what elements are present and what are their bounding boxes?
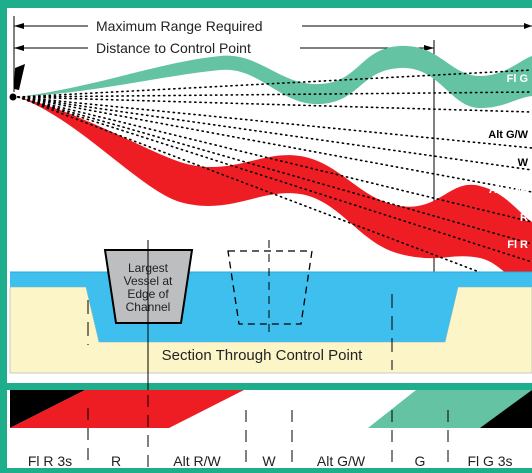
sector-rays [17,69,532,293]
bottom-label-w: W [262,453,276,468]
strip-dividers [87,395,449,468]
sector-label-alt-g-w: Alt G/W [488,129,528,141]
sector-label-fl-r: Fl R [507,239,528,251]
bottom-label-g: G [415,453,426,468]
vessel-label-line-1: Largest [128,261,169,275]
sector-label-fl-g: Fl G [507,73,528,85]
sector-label-w: W [518,157,529,169]
sector-label-r: R [520,212,528,224]
max-range-dimension: Maximum Range Required [13,16,532,92]
section-ticks [87,294,393,370]
bottom-label-r: R [111,453,121,468]
dashed-vessel-outline [227,240,313,335]
green-sector-band [18,45,532,108]
section-label: Section Through Control Point [162,347,364,364]
max-range-label: Maximum Range Required [96,18,263,34]
bottom-label-fl-r-3s: Fl R 3s [28,453,72,468]
vessel-label-line-3: Edge of [127,287,169,301]
sector-labels: Fl G G Alt G/W W Alt R/W R Fl R [488,73,528,251]
distance-label: Distance to Control Point [96,40,251,56]
bottom-labels: Fl R 3s R Alt R/W W Alt G/W G Fl G 3s [28,453,513,469]
sector-label-g: G [519,99,528,111]
bottom-label-alt-r-w: Alt R/W [173,453,221,468]
sector-label-alt-r-w: Alt R/W [489,184,529,196]
vessel-label-line-2: Vessel at [124,274,173,288]
bottom-label-fl-g-3s: Fl G 3s [467,453,512,468]
sector-strip [10,390,532,428]
light-source-icon [9,64,25,101]
vessel-icon: Largest Vessel at Edge of Channel [103,240,194,392]
bottom-label-alt-g-w: Alt G/W [317,453,366,468]
vessel-label-line-4: Channel [126,300,171,314]
